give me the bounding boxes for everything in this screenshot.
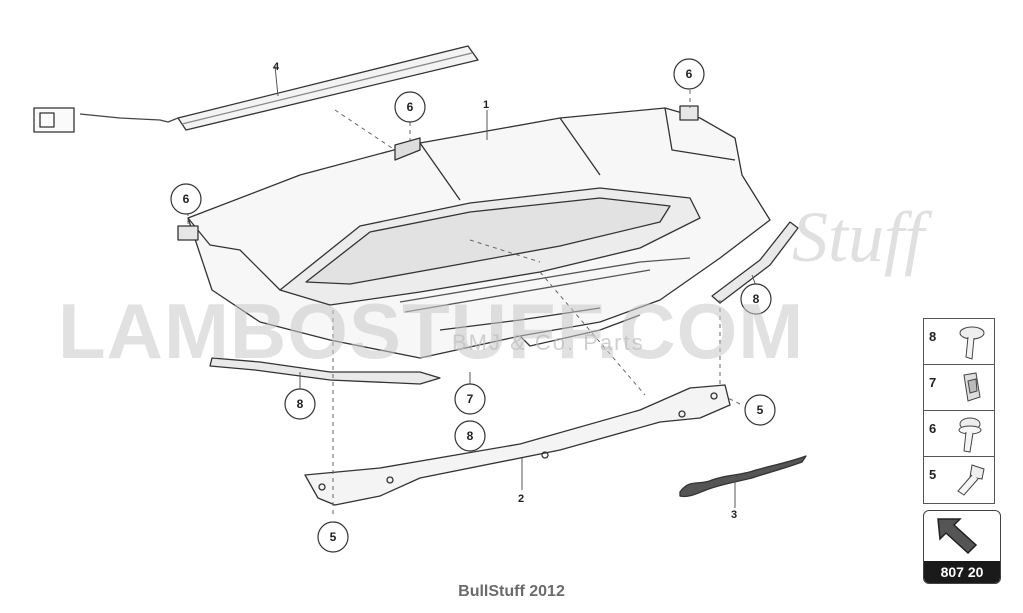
label-4: 4 xyxy=(273,61,280,73)
seal-strip-part-4 xyxy=(33,45,479,133)
legend-number: 5 xyxy=(929,467,937,482)
callout-6-left: 6 xyxy=(183,192,190,206)
callout-5-right: 5 xyxy=(757,403,764,417)
bracket-part-2 xyxy=(304,384,731,506)
clip-nut-icon xyxy=(963,372,981,402)
callout-8-right: 8 xyxy=(753,292,760,306)
callout-6-top-right: 6 xyxy=(686,67,693,81)
legend-item-bolt: 5 xyxy=(923,456,995,504)
label-1: 1 xyxy=(483,99,489,111)
legend-number: 6 xyxy=(929,421,937,436)
legend-number: 7 xyxy=(929,375,937,390)
label-3: 3 xyxy=(731,509,737,521)
callout-6-top: 6 xyxy=(407,100,414,114)
callout-5-bottom: 5 xyxy=(330,530,337,544)
footer-caption: BullStuff 2012 xyxy=(458,583,565,600)
badge-part-3 xyxy=(679,455,807,498)
legend-item-screw: 8 xyxy=(923,318,995,366)
callout-7: 7 xyxy=(467,392,474,406)
legend-number: 8 xyxy=(929,329,937,344)
seal-left-part-8 xyxy=(209,357,441,385)
reference-card: 807 20 xyxy=(923,510,1001,584)
screw-washer-icon xyxy=(958,417,982,453)
bolt-icon xyxy=(957,464,985,496)
callout-8-center: 8 xyxy=(467,429,474,443)
arrow-icon xyxy=(937,518,978,555)
callout-8-left: 8 xyxy=(297,397,304,411)
label-2: 2 xyxy=(518,493,524,505)
engine-cover-part-1 xyxy=(177,105,771,359)
legend-item-clip-nut: 7 xyxy=(923,364,995,412)
legend-item-screw-washer: 6 xyxy=(923,410,995,458)
screw-icon xyxy=(959,326,985,360)
reference-code: 807 20 xyxy=(924,561,1000,583)
